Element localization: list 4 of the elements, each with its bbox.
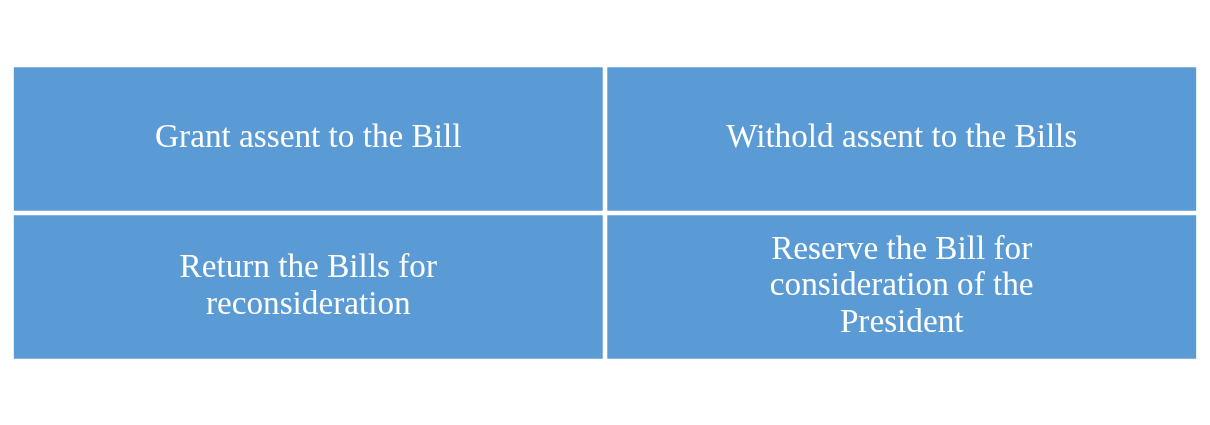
node-box: Withold assent to the Bills xyxy=(607,66,1197,211)
node-box: Grant assent to the Bill xyxy=(13,66,603,211)
node-box: Reserve the Bill for consideration of the President xyxy=(607,214,1197,359)
node-box: Return the Bills for reconsideration xyxy=(13,214,603,359)
